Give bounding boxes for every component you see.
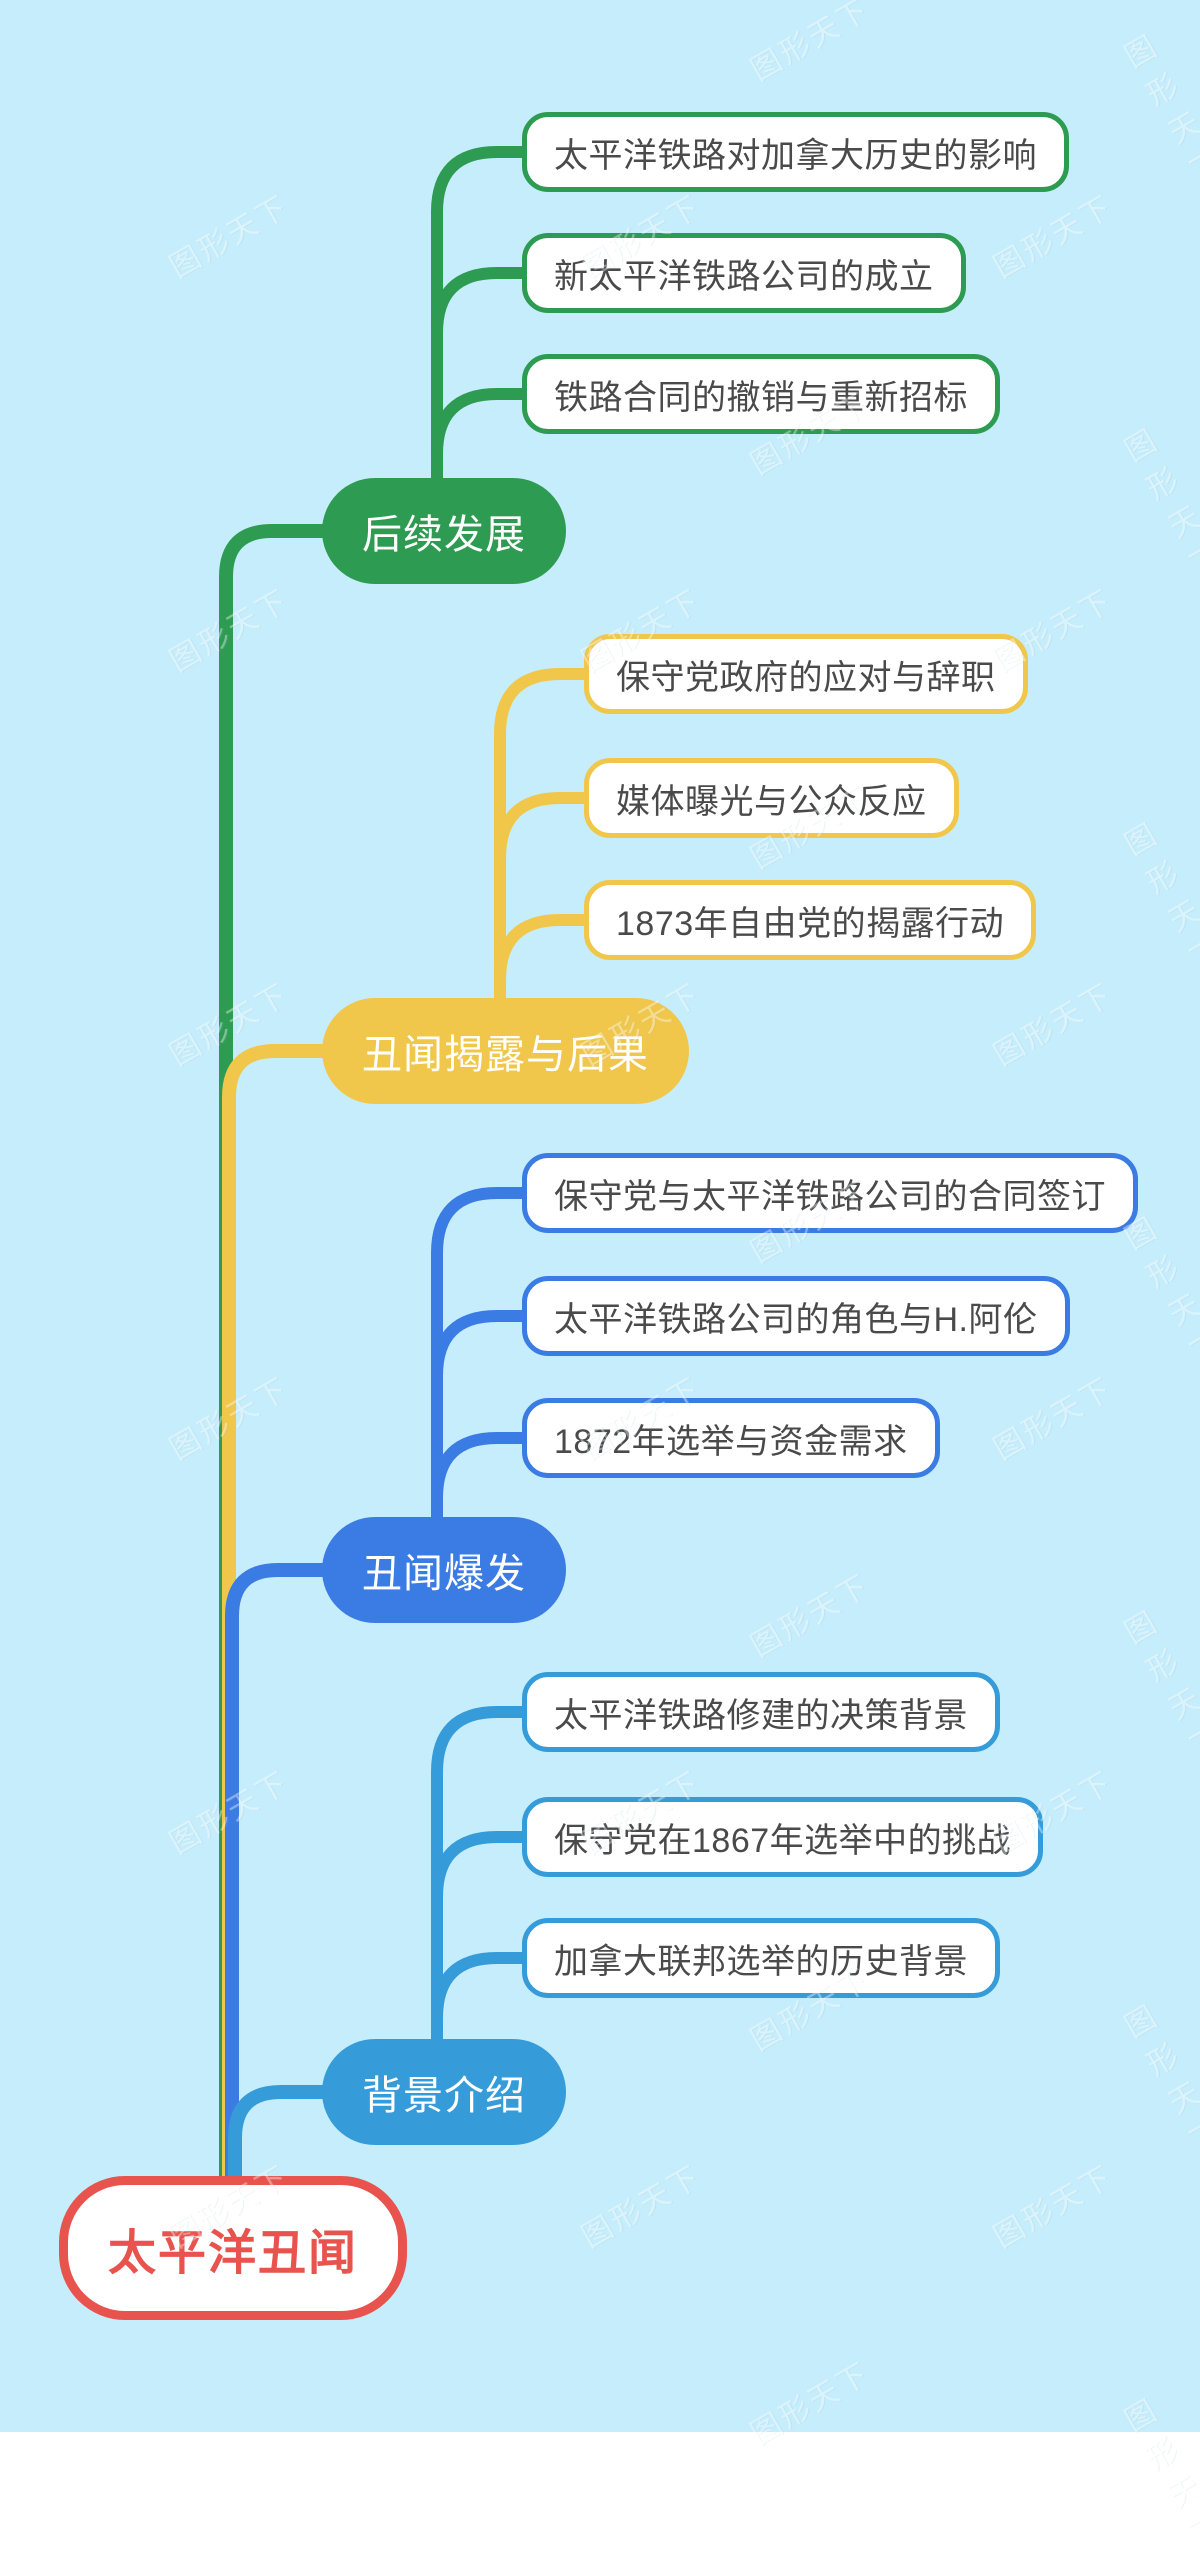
branch-line-yellow-child-1 [494,668,592,1051]
branch-line-green-child-3 [431,388,530,529]
branch-line-yellow-child-3 [494,914,592,1051]
child-node-gov-response[interactable]: 保守党政府的应对与辞职 [584,634,1028,714]
child-node-new-company[interactable]: 新太平洋铁路公司的成立 [522,233,966,313]
branch-line-yellow-child-2 [494,792,592,1051]
branch-line-green-child-1 [431,146,530,529]
branch-line-green-child-2 [431,267,530,529]
child-node-railway-influence[interactable]: 太平洋铁路对加拿大历史的影响 [522,112,1069,192]
branch-node-chouwenjielu[interactable]: 丑闻揭露与后果 [322,998,689,1104]
child-node-confederation-history[interactable]: 加拿大联邦选举的历史背景 [522,1918,1000,1998]
child-node-railway-decision[interactable]: 太平洋铁路修建的决策背景 [522,1672,1000,1752]
child-node-contract-signing[interactable]: 保守党与太平洋铁路公司的合同签订 [522,1153,1138,1233]
branch-node-houxufazhan[interactable]: 后续发展 [322,478,566,584]
branch-line-blue-child-1 [431,1187,530,1570]
child-node-liberal-expose[interactable]: 1873年自由党的揭露行动 [584,880,1037,960]
child-node-1867-challenge[interactable]: 保守党在1867年选举中的挑战 [522,1797,1044,1877]
child-node-allan-role[interactable]: 太平洋铁路公司的角色与H.阿伦 [522,1276,1070,1356]
trunk-line-houxufazhan [219,524,330,2200]
child-node-1872-election[interactable]: 1872年选举与资金需求 [522,1398,940,1478]
child-node-contract-rebid[interactable]: 铁路合同的撤销与重新招标 [522,354,1000,434]
branch-node-beijingjieshao[interactable]: 背景介绍 [322,2039,566,2145]
trunk-line-chouwenbaofa [225,1563,330,2200]
branch-line-lightblue-child-3 [431,1952,530,2092]
trunk-line-beijingjieshao [228,2085,330,2200]
branch-line-blue-child-2 [431,1310,530,1570]
root-node-pacific-scandal[interactable]: 太平洋丑闻 [59,2176,408,2320]
connector-layer [219,146,592,2200]
trunk-line-chouwenjielu [222,1044,330,2200]
branch-line-lightblue-child-2 [431,1831,530,2092]
branch-line-blue-child-3 [431,1432,530,1570]
child-node-media-exposure[interactable]: 媒体曝光与公众反应 [584,758,959,838]
branch-node-chouwenbaofa[interactable]: 丑闻爆发 [322,1517,566,1623]
branch-line-lightblue-child-1 [431,1706,530,2092]
